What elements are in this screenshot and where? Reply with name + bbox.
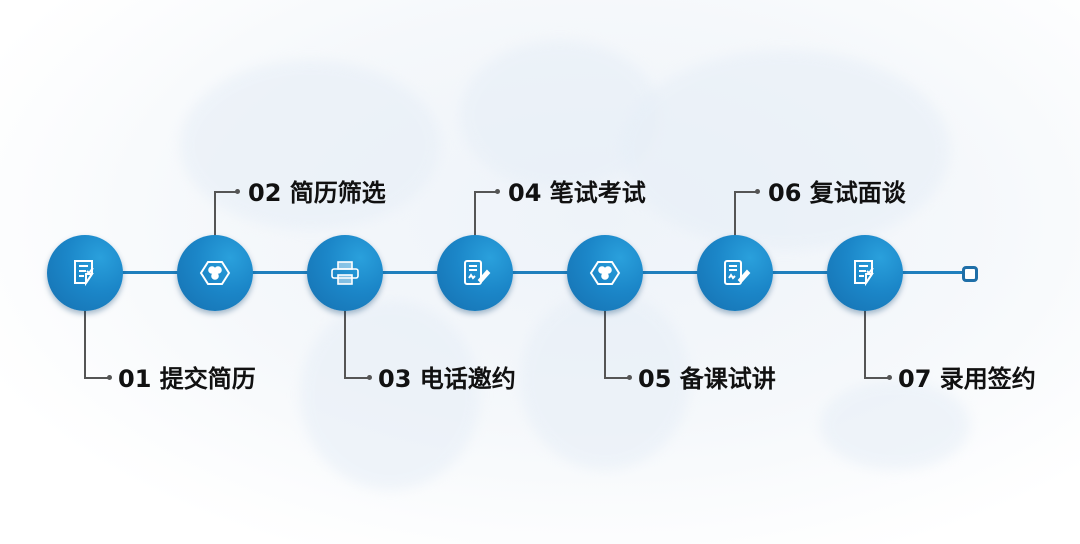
- connector: [474, 191, 476, 236]
- step-label: 04 笔试考试: [508, 179, 646, 207]
- hexagon-dots-icon: [199, 261, 231, 285]
- connector-dot: [367, 375, 372, 380]
- connector: [734, 191, 756, 193]
- printer-icon: [331, 261, 359, 285]
- connector: [734, 191, 736, 236]
- connector: [84, 311, 86, 378]
- step-label: 01 提交简历: [118, 365, 256, 393]
- step-node-04: [437, 235, 513, 311]
- map-background: [620, 50, 950, 250]
- connector-dot: [627, 375, 632, 380]
- connector: [474, 191, 496, 193]
- map-background: [300, 300, 480, 490]
- connector-dot: [755, 189, 760, 194]
- step-label: 05 备课试讲: [638, 365, 776, 393]
- connector: [214, 191, 216, 236]
- step-label: 07 录用签约: [898, 365, 1036, 393]
- connector: [864, 377, 888, 379]
- connector: [214, 191, 236, 193]
- connector: [604, 311, 606, 378]
- map-background: [820, 380, 970, 470]
- step-node-01: [47, 235, 123, 311]
- connector-dot: [107, 375, 112, 380]
- timeline-end-marker: [962, 266, 978, 282]
- step-label: 03 电话邀约: [378, 365, 516, 393]
- connector-dot: [887, 375, 892, 380]
- step-label: 06 复试面谈: [768, 179, 906, 207]
- connector: [84, 377, 108, 379]
- resume-check-icon: [854, 260, 874, 287]
- step-node-05: [567, 235, 643, 311]
- connector: [344, 311, 346, 378]
- step-node-07: [827, 235, 903, 311]
- step-node-03: [307, 235, 383, 311]
- step-node-02: [177, 235, 253, 311]
- step-label: 02 简历筛选: [248, 179, 386, 207]
- connector: [344, 377, 368, 379]
- resume-check-icon: [74, 260, 94, 287]
- map-background: [180, 60, 440, 230]
- connector: [604, 377, 628, 379]
- connector-dot: [235, 189, 240, 194]
- step-node-06: [697, 235, 773, 311]
- document-sign-icon: [724, 260, 751, 285]
- document-sign-icon: [464, 260, 491, 285]
- connector: [864, 311, 866, 378]
- timeline-line: [85, 271, 965, 274]
- hexagon-dots-icon: [589, 261, 621, 285]
- connector-dot: [495, 189, 500, 194]
